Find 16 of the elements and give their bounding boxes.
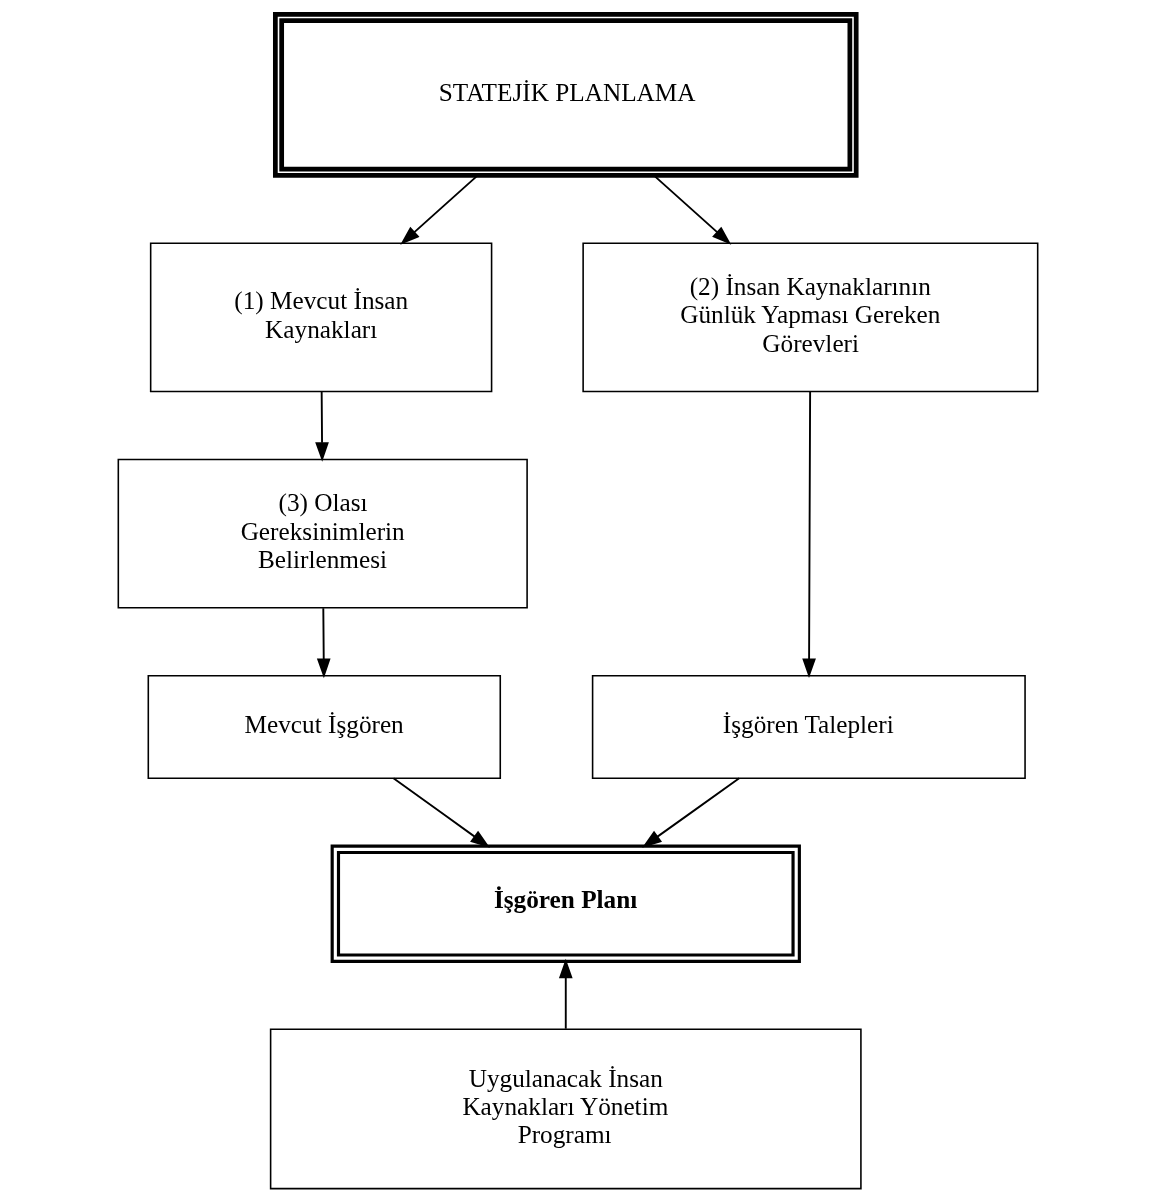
arrow bbox=[316, 607, 331, 679]
arrow bbox=[392, 777, 490, 848]
node-box: (2) İnsan Kaynaklarının Günlük Yapması Gereken Görevleri bbox=[581, 242, 1038, 393]
node-box: Uygulanacak İnsan Kaynakları Yönetim Programı bbox=[269, 1028, 862, 1190]
arrow bbox=[558, 958, 573, 1030]
node-box: İşgören Talepleri bbox=[591, 674, 1026, 780]
node-box: Mevcut İşgören bbox=[147, 674, 501, 780]
node-box: İşgören Planı bbox=[330, 844, 801, 963]
arrow bbox=[652, 174, 731, 245]
node-box: (1) Mevcut İnsan Kaynakları bbox=[149, 242, 492, 393]
node-box: STATEJİK PLANLAMA bbox=[272, 12, 859, 178]
node-box: (3) Olası Gereksinimlerin Belirlenmesi bbox=[117, 458, 528, 609]
arrow bbox=[399, 174, 478, 245]
arrow bbox=[641, 777, 740, 848]
arrow bbox=[314, 390, 329, 462]
arrow bbox=[801, 390, 816, 679]
